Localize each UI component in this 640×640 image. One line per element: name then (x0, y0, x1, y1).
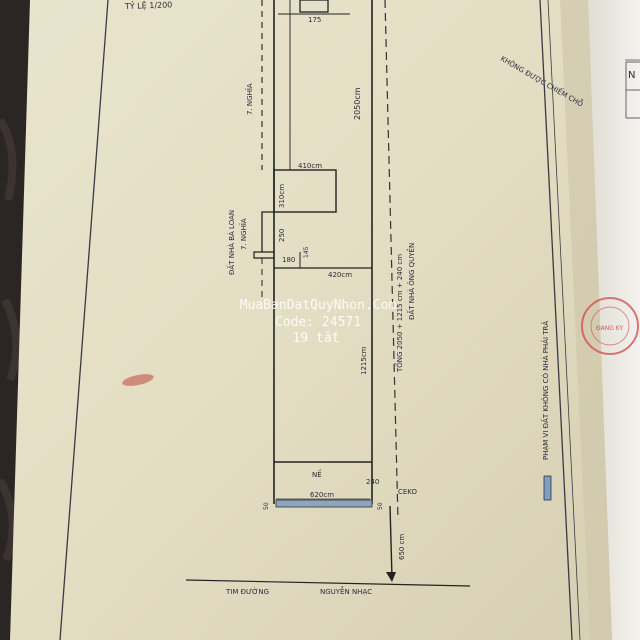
neighbor-left-label: ĐẤT NHÀ BÀ LOAN (226, 210, 236, 275)
stamp-text: ĐĂNG KÝ (596, 325, 624, 332)
offset-left-label: 50 (263, 502, 270, 510)
left-step-outline (261, 211, 274, 253)
red-stamp (581, 297, 639, 355)
red-stamp-inner (590, 306, 630, 346)
watermark-code: Code: 24571 (275, 315, 361, 330)
left-step-outline-2 (253, 251, 274, 259)
neighbor-mid-label: 7. NGHĨA (239, 218, 248, 250)
watermark-note: 19 tất (293, 331, 340, 346)
step-c-label: 145 (303, 246, 310, 258)
front-width-label: 620cm (310, 491, 334, 499)
step-b-label: 180 (282, 256, 295, 264)
paper-fold-shadow (560, 0, 612, 640)
porch-depth-label: 240 (366, 478, 379, 486)
legend-text: PHẠM VI ĐẤT KHÔNG CÓ NHÀ PHẢI TRẢ (540, 321, 550, 460)
upper-width-label: 410cm (298, 162, 322, 170)
road-label: TIM ĐƯỜNG (225, 587, 269, 596)
corner-text: N (628, 70, 635, 81)
scale-label: TỶ LỆ 1/200 (124, 0, 173, 12)
upper-block (273, 169, 337, 213)
front-setback-bar (275, 499, 373, 508)
front-depth-label: 1215cm (360, 346, 368, 375)
rear-depth-label: 2050cm (353, 87, 362, 120)
watermark-site: MuaBanDatQuyNhon.Com (240, 298, 397, 313)
upper-step-label: 310cm (278, 184, 286, 208)
mid-width-label: 420cm (328, 271, 352, 279)
porch-label: NỀ (312, 469, 322, 479)
legend-swatch (543, 475, 552, 501)
road-name-label: NGUYỄN NHẠC (320, 586, 372, 596)
neighbor-top-label: 7. NGHĨA (245, 83, 254, 115)
marker-label: CEKO (398, 488, 418, 496)
frame-line-right (539, 0, 573, 640)
paper-sheet (10, 0, 612, 640)
setback-arrow-line (389, 505, 393, 579)
frame-line-left (59, 0, 109, 640)
table-pattern (0, 117, 21, 562)
setback-arrow-head (386, 572, 396, 582)
depth-total-label: TỔNG 2050 + 1215 cm + 240 cm (394, 254, 404, 373)
offset-right-label: 50 (377, 502, 384, 510)
neighbor-right-label: ĐẤT NHÀ ÔNG QUYỀN (406, 243, 416, 320)
frame-line-right-2 (547, 0, 581, 640)
top-width-label: 175 (308, 16, 321, 24)
top-box (299, 0, 329, 13)
road-setback-label: 650 cm (398, 534, 406, 560)
step-a-label: 250 (278, 229, 286, 242)
red-stain (122, 374, 154, 386)
right-boundary-dashed (384, 0, 399, 521)
road-centerline (185, 579, 471, 587)
